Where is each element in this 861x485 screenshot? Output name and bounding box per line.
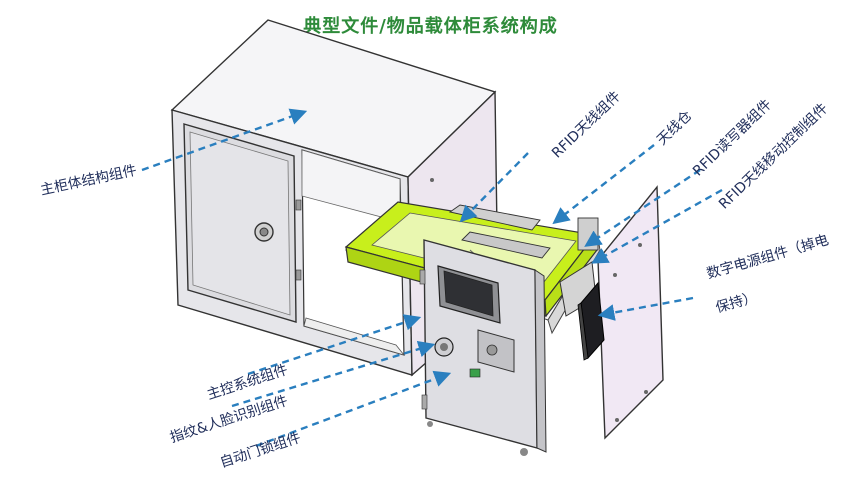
- diagram-title: 典型文件/物品载体柜系统构成: [303, 16, 558, 37]
- leader-lines: [141, 108, 723, 448]
- main-cabinet-body: [170, 19, 499, 377]
- control-door-panel: [419, 239, 547, 456]
